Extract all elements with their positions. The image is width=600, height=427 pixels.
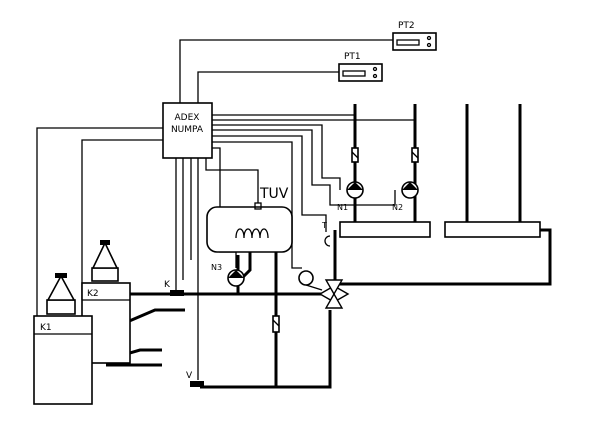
- n3-label: N3: [211, 263, 222, 272]
- pump-n1: N1: [337, 181, 364, 212]
- pt1-label: PT1: [344, 52, 361, 62]
- control-wires: [36, 39, 416, 380]
- n1-label: N1: [337, 203, 348, 212]
- controller-unit: ADEX NUMPA: [162, 102, 213, 159]
- heating-panels: [339, 221, 541, 238]
- pump-n3: N3: [211, 263, 245, 287]
- riser-sensors: [351, 147, 419, 163]
- pt2-label: PT2: [398, 21, 415, 31]
- boiler-k1: K1: [33, 273, 93, 405]
- mixing-valve: [298, 270, 350, 309]
- loop-sensor: [272, 315, 280, 333]
- t-label: T: [321, 221, 327, 230]
- sensor-v: V: [186, 371, 204, 387]
- pt1-room-unit: PT1: [338, 52, 383, 82]
- tuv-tank: TUV: [206, 186, 293, 253]
- k2-label: K2: [87, 289, 99, 299]
- pt2-room-unit: PT2: [392, 21, 437, 51]
- controller-label-1: ADEX: [175, 113, 200, 123]
- tuv-label: TUV: [259, 186, 289, 202]
- sensor-k: K: [164, 280, 184, 296]
- controller-label-2: NUMPA: [171, 125, 204, 135]
- pump-n2: N2: [392, 181, 419, 212]
- k1-label: K1: [40, 323, 52, 333]
- v-label: V: [186, 371, 193, 381]
- k-label: K: [164, 280, 171, 290]
- n2-label: N2: [392, 203, 403, 212]
- sensor-t: T: [321, 221, 331, 247]
